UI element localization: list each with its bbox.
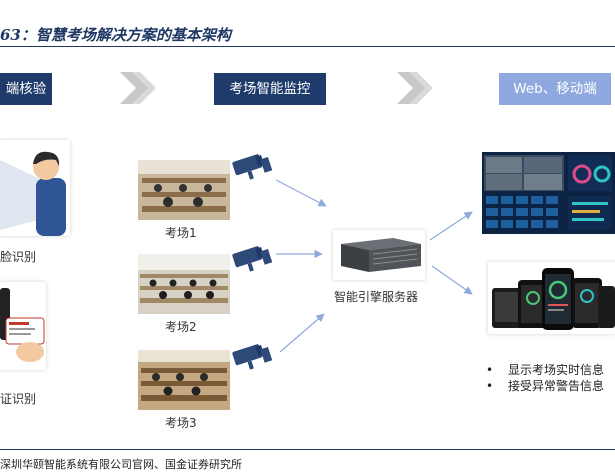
- server-icon: [333, 230, 425, 280]
- source-note: 深圳华颐智能系统有限公司官网、国金证券研究所: [0, 456, 242, 472]
- server-label: 智能引擎服务器: [334, 288, 418, 305]
- mobile-devices-screenshot: [488, 262, 615, 334]
- source-rule: [0, 449, 615, 450]
- list-item: 显示考场实时信息: [486, 362, 604, 378]
- list-item: 接受异常警告信息: [486, 378, 604, 394]
- server-card: [333, 230, 425, 280]
- capability-list: 显示考场实时信息 接受异常警告信息: [486, 362, 604, 394]
- web-dashboard-screenshot: [482, 152, 615, 234]
